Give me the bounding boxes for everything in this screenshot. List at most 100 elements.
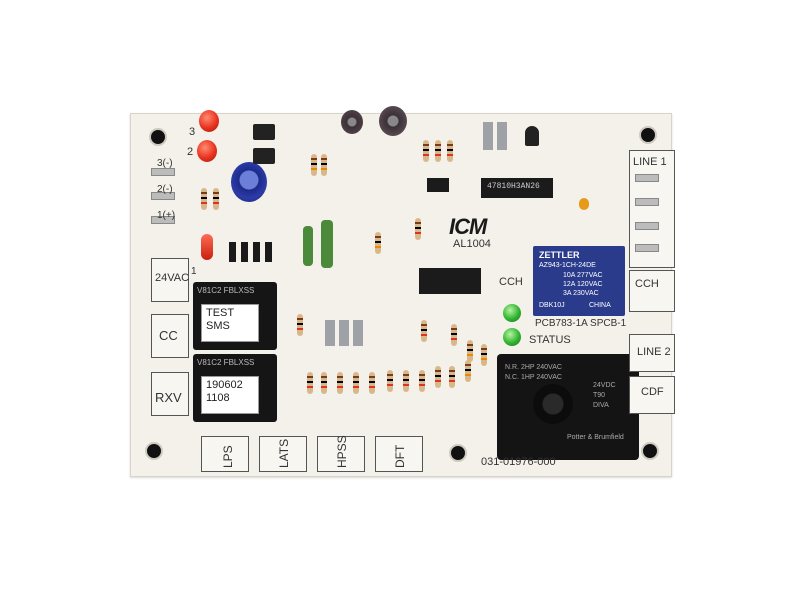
model-number: AL1004 xyxy=(453,238,491,250)
pcb-code: PCB783-1A SPCB-1 xyxy=(535,318,627,329)
terminal-cch-label: CCH xyxy=(635,278,659,290)
switch-dft[interactable] xyxy=(375,436,423,472)
resistor-icon xyxy=(449,366,455,388)
part-number: 031-01976-000 xyxy=(481,456,556,468)
status-led-label: STATUS xyxy=(529,334,571,346)
led-2-label: 2 xyxy=(187,146,194,158)
relay-top-marking: V81C2 FBLXSS xyxy=(197,286,255,295)
led-3-icon xyxy=(199,110,219,132)
resistor-icon xyxy=(321,372,327,394)
soic-ic-chip xyxy=(419,268,481,294)
film-capacitor-icon xyxy=(483,122,493,150)
cch-led-icon xyxy=(503,304,521,322)
led-3-label: 3 xyxy=(189,126,196,138)
big-relay-spec-2: T90 xyxy=(593,392,606,399)
pin-label-2: 2(-) xyxy=(157,184,173,195)
resistor-icon xyxy=(435,140,441,162)
power-resistor-icon xyxy=(303,226,313,266)
cch-led-label: CCH xyxy=(499,276,523,288)
relay-bottom-marking: V81C2 FBLXSS xyxy=(197,358,255,367)
header-pin-icon xyxy=(151,216,175,224)
big-relay: 24VDC T90 N.R. 2HP 240VAC N.C. 1HP 240VA… xyxy=(497,354,639,460)
jumper-icon xyxy=(427,178,449,192)
diode-icon xyxy=(253,242,260,262)
resistor-icon xyxy=(311,154,317,176)
terminal-rxv-label: RXV xyxy=(155,390,182,405)
ic-marking: 47810H3AN26 xyxy=(487,182,540,191)
led-1-label: 1 xyxy=(191,266,197,277)
transistor-icon xyxy=(253,124,275,140)
switch-lats[interactable] xyxy=(259,436,307,472)
terminal-rxv[interactable] xyxy=(151,372,189,416)
pin-label-3: 3(-) xyxy=(157,158,173,169)
diode-icon xyxy=(265,242,272,262)
led-1-icon xyxy=(201,234,213,260)
resistor-icon xyxy=(415,218,421,240)
resistor-icon xyxy=(481,344,487,366)
resistor-icon xyxy=(353,372,359,394)
header-pin-icon xyxy=(151,168,175,176)
right-pin-icon xyxy=(635,198,659,206)
film-capacitor-icon xyxy=(497,122,507,150)
big-relay-spec-6: Potter & Brumfield xyxy=(567,434,624,441)
mounting-hole-tl xyxy=(149,128,167,146)
terminal-line2[interactable] xyxy=(629,334,675,372)
diode-icon xyxy=(229,242,236,262)
zettler-relay: ZETTLER AZ943-1CH-24DE 10A 277VAC 12A 12… xyxy=(533,246,625,316)
led-2-icon xyxy=(197,140,217,162)
switch-lats-label: LATS xyxy=(277,438,291,468)
zettler-rating-1: 10A 277VAC xyxy=(563,272,603,279)
pin-label-1: 1(+) xyxy=(157,210,176,221)
terminal-cc[interactable] xyxy=(151,314,189,358)
circuit-board: 3 2 1 3(-) 2(-) 1(+) xyxy=(130,106,675,477)
big-relay-spec-3: N.R. 2HP 240VAC xyxy=(505,364,562,371)
relay-top-sticker: TEST SMS xyxy=(201,304,259,342)
mounting-hole-bl xyxy=(145,442,163,460)
capacitor-icon xyxy=(341,110,363,134)
switch-lps[interactable] xyxy=(201,436,249,472)
resistor-icon xyxy=(321,154,327,176)
terminal-cdf[interactable] xyxy=(629,376,675,414)
dip-ic-chip xyxy=(481,178,553,198)
mounting-hole-tr xyxy=(639,126,657,144)
right-pin-icon xyxy=(635,244,659,252)
mounting-hole-bm xyxy=(449,444,467,462)
header-pin-icon xyxy=(151,192,175,200)
resistor-icon xyxy=(447,140,453,162)
terminal-line1-label: LINE 1 xyxy=(633,156,667,168)
power-resistor-icon xyxy=(321,220,333,268)
terminal-line2-label: LINE 2 xyxy=(637,346,671,358)
resistor-icon xyxy=(201,188,207,210)
blue-capacitor-icon xyxy=(231,162,267,202)
terminal-cch[interactable] xyxy=(629,270,675,312)
terminal-24vac[interactable] xyxy=(151,258,189,302)
left-pin-header xyxy=(151,162,191,242)
resistor-icon xyxy=(213,188,219,210)
resistor-icon xyxy=(451,324,457,346)
zettler-date: DBK10J xyxy=(539,302,565,309)
zettler-model: AZ943-1CH-24DE xyxy=(539,262,596,269)
film-capacitor-icon xyxy=(339,320,349,346)
switch-hpss[interactable] xyxy=(317,436,365,472)
resistor-icon xyxy=(419,370,425,392)
film-capacitor-icon xyxy=(325,320,335,346)
resistor-icon xyxy=(369,372,375,394)
resistor-icon xyxy=(387,370,393,392)
right-pin-icon xyxy=(635,174,659,182)
resistor-icon xyxy=(423,140,429,162)
relay-top-label-2: SMS xyxy=(206,320,230,332)
big-relay-spec-4: N.C. 1HP 240VAC xyxy=(505,374,562,381)
relay-bottom-label-1: 190602 xyxy=(206,379,243,391)
resistor-icon xyxy=(307,372,313,394)
icm-logo: ICM xyxy=(449,214,487,239)
resistor-icon xyxy=(467,340,473,362)
relay-top: V81C2 FBLXSS TEST SMS xyxy=(193,282,277,350)
status-led-icon xyxy=(503,328,521,346)
big-relay-spec-1: 24VDC xyxy=(593,382,616,389)
big-relay-spec-5: DIVA xyxy=(593,402,609,409)
resistor-icon xyxy=(337,372,343,394)
relay-bottom: V81C2 FBLXSS 190602 1108 xyxy=(193,354,277,422)
relay-bottom-sticker: 190602 1108 xyxy=(201,376,259,414)
ceramic-capacitor-icon xyxy=(579,198,589,210)
zettler-brand: ZETTLER xyxy=(539,250,580,260)
